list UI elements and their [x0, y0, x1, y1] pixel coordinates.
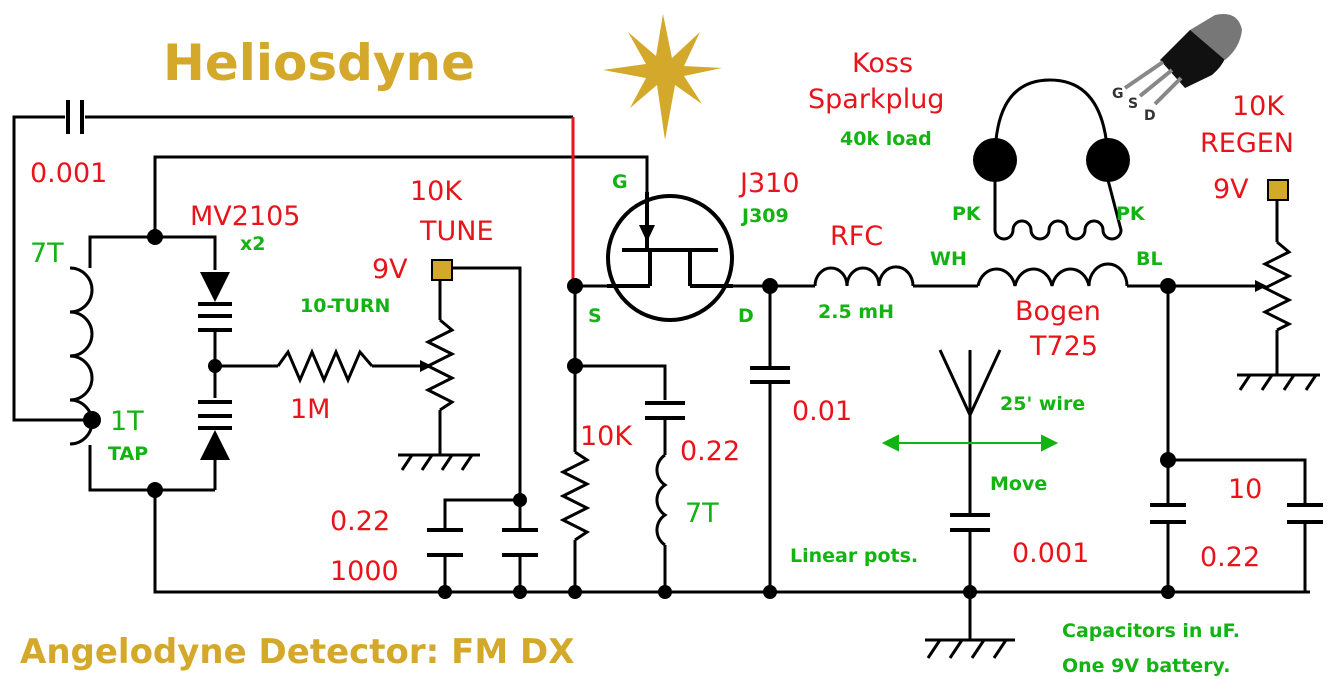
coil2-turns-label: 7T [685, 498, 719, 529]
bogen-transformer [976, 262, 1129, 287]
tap-turns-label: 1T [110, 406, 144, 437]
wh-label: WH [930, 248, 967, 270]
tune-9v-label: 9V [372, 254, 408, 285]
regen-word-label: REGEN [1200, 128, 1294, 159]
jfet-transistor [606, 192, 734, 322]
gate-label: G [612, 171, 628, 193]
title: Heliosdyne [163, 34, 475, 92]
fet-alt-label: J309 [740, 205, 789, 227]
pk-right-label: PK [1116, 203, 1146, 225]
cap-bank-right [1150, 503, 1323, 524]
svg-text:D: D [1144, 108, 1156, 124]
gate-arrow-icon [639, 225, 655, 242]
resistor-1m [276, 348, 374, 384]
c-022-left-label: 0.22 [330, 506, 390, 537]
note-battery: One 9V battery. [1062, 655, 1230, 677]
regen-pot-label: 10K [1232, 91, 1285, 122]
drain-label: D [738, 305, 754, 327]
varactor-qty-label: x2 [240, 233, 265, 255]
cap-022-mid [645, 401, 685, 420]
source-label: S [588, 305, 602, 327]
coil-7t [69, 266, 94, 446]
move-label: Move [990, 473, 1047, 495]
junction-dots [83, 229, 1176, 599]
wires [12, 115, 1310, 640]
svg-text:S: S [1128, 96, 1138, 112]
bogen-label: Bogen [1015, 296, 1101, 327]
capacitor-top [66, 100, 84, 134]
linear-pots-label: Linear pots. [790, 545, 918, 567]
rfc-value-label: 2.5 mH [818, 301, 894, 323]
pin-labels: G [1112, 86, 1124, 102]
koss-label: Koss [852, 48, 913, 79]
subtitle: Angelodyne Detector: FM DX [20, 632, 574, 672]
c-022-right-label: 0.22 [1200, 542, 1260, 573]
tune-word-label: TUNE [419, 216, 494, 247]
varactor-diodes [198, 272, 232, 460]
c-1000-label: 1000 [330, 556, 399, 587]
tune-capacitors [427, 528, 538, 557]
pk-left-label: PK [952, 203, 982, 225]
sun-icon [603, 14, 722, 140]
c-022-mid-label: 0.22 [680, 436, 740, 467]
transistor-package-icon: G S D [1112, 14, 1242, 124]
c-0001-right-label: 0.001 [1012, 538, 1089, 569]
bl-label: BL [1136, 248, 1163, 270]
antenna-label: 25' wire [1000, 393, 1085, 415]
rfc-choke [813, 265, 915, 287]
sparkplug-label: Sparkplug [808, 84, 944, 115]
move-arrow-icon [881, 434, 1059, 452]
coil-turns-label: 7T [30, 238, 64, 269]
tune-potentiometer [398, 259, 480, 471]
tune-pot-label: 10K [410, 176, 463, 207]
cap-001-drain [750, 366, 790, 384]
tap-label: TAP [108, 443, 148, 465]
cap-top-label: 0.001 [30, 158, 107, 189]
resistor-10k [559, 450, 591, 542]
regen-9v-label: 9V [1213, 174, 1249, 205]
headphones-icon [973, 78, 1130, 241]
regen-potentiometer [1237, 179, 1320, 391]
r-10k-label: 10K [580, 421, 633, 452]
rfc-label: RFC [830, 221, 883, 252]
ten-turn-label: 10-TURN [300, 295, 390, 317]
fet-label: J310 [738, 168, 800, 199]
varactor-label: MV2105 [190, 201, 300, 232]
antenna-icon [925, 349, 1015, 659]
c-10-label: 10 [1228, 474, 1262, 505]
load-label: 40k load [840, 128, 932, 150]
coil-7t-mid [655, 453, 668, 547]
c-001-mid-label: 0.01 [792, 396, 852, 427]
r-1m-label: 1M [290, 394, 330, 425]
note-capacitors: Capacitors in uF. [1062, 620, 1240, 642]
bogen-model-label: T725 [1029, 331, 1098, 362]
